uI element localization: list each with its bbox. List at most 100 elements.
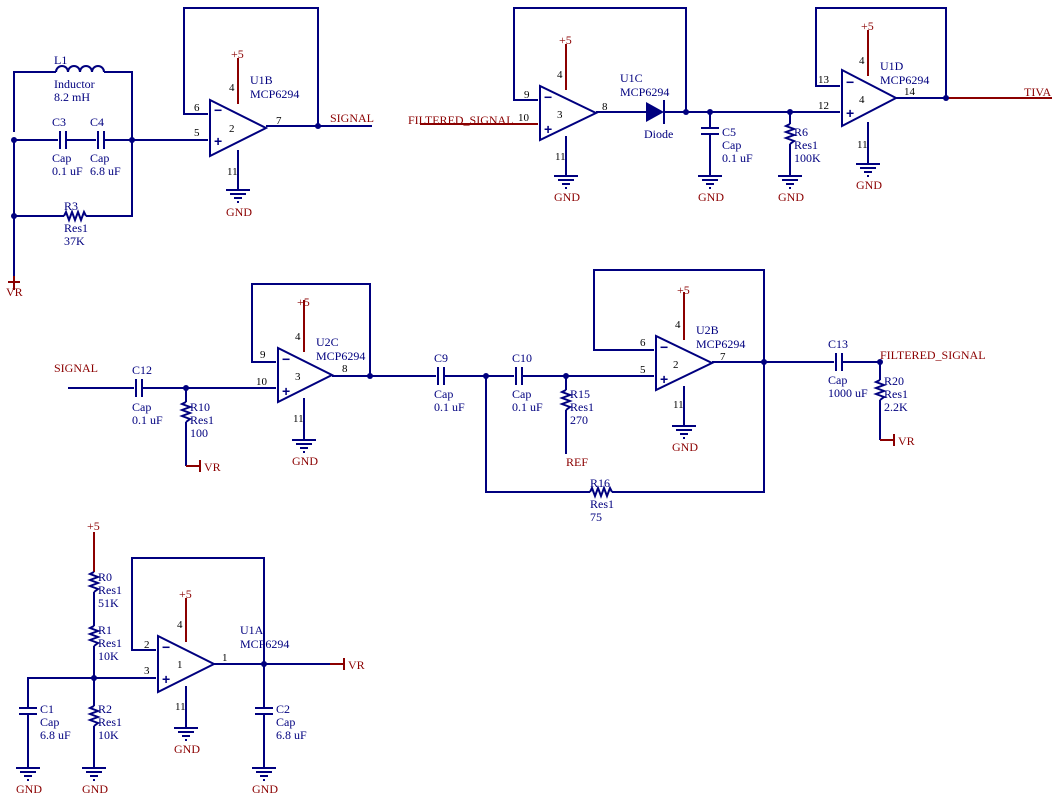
- c2-ref: C2: [276, 702, 290, 716]
- capacitor-c9[interactable]: C9 Cap 0.1 uF: [434, 351, 465, 414]
- capacitor-c2[interactable]: C2 Cap 6.8 uF: [255, 702, 307, 768]
- junction: [683, 109, 689, 115]
- resistor-r10[interactable]: R10 Res1 100: [179, 388, 214, 466]
- vcc-label: +5: [297, 295, 310, 309]
- unit-number: 3: [295, 371, 301, 383]
- r6-type: Res1: [794, 138, 818, 152]
- pin-number: 5: [194, 127, 200, 139]
- inv-symbol: −: [544, 89, 552, 105]
- c9-ref: C9: [434, 351, 448, 365]
- unit-number: 2: [229, 123, 235, 135]
- inductor-ref: L1: [54, 53, 67, 67]
- capacitor-c12[interactable]: C12 Cap 0.1 uF: [132, 363, 163, 427]
- capacitor-c13[interactable]: C13 Cap 1000 uF: [828, 337, 868, 400]
- inductor-type: Inductor: [54, 77, 95, 91]
- pin-number: 8: [342, 363, 348, 375]
- opamp-u1c[interactable]: − + 3 9 10 8 4 11 U1C MCP6294: [518, 69, 669, 163]
- opamp-ref: U2B: [696, 323, 719, 337]
- c10-type: Cap: [512, 387, 531, 401]
- capacitor-c10[interactable]: C10 Cap 0.1 uF: [512, 351, 543, 414]
- c9-value: 0.1 uF: [434, 400, 465, 414]
- pin-number: 2: [144, 639, 150, 651]
- gnd-label: GND: [16, 782, 42, 796]
- resistor-r1[interactable]: R1 Res1 10K: [87, 623, 122, 663]
- gnd-label: GND: [554, 190, 580, 204]
- inv-symbol: −: [282, 351, 290, 367]
- resistor-r16[interactable]: R16 Res1 75: [589, 476, 614, 524]
- gnd-label: GND: [778, 190, 804, 204]
- c12-ref: C12: [132, 363, 152, 377]
- c10-value: 0.1 uF: [512, 400, 543, 414]
- c12-value: 0.1 uF: [132, 413, 163, 427]
- unit-number: 2: [673, 359, 679, 371]
- vcc-label: +5: [87, 519, 100, 533]
- pin-number: 1: [222, 652, 228, 664]
- opamp-part: MCP6294: [620, 85, 669, 99]
- pin-number: 11: [857, 139, 868, 151]
- noninv-symbol: +: [544, 121, 552, 137]
- inv-symbol: −: [846, 74, 854, 90]
- u1c-u1d-stage: FILTERED_SIGNAL − + 3 9 10 8 4 11 U1C MC…: [408, 7, 1052, 204]
- capacitor-c3[interactable]: C3 Cap 0.1 uF: [14, 115, 83, 178]
- noninv-symbol: +: [846, 105, 854, 121]
- c4-ref: C4: [90, 115, 104, 129]
- resistor-r6[interactable]: R6 Res1 100K: [783, 112, 821, 176]
- vr-label: VR: [204, 460, 221, 474]
- filtered-signal-output-label: FILTERED_SIGNAL: [880, 348, 986, 362]
- opamp-u1a[interactable]: − + 1 2 3 1 4 11 U1A MCP6294: [144, 619, 289, 713]
- opamp-u1d[interactable]: − + 4 13 12 14 4 11 U1D MCP6294: [818, 55, 929, 151]
- opamp-part: MCP6294: [316, 349, 365, 363]
- r10-type: Res1: [190, 413, 214, 427]
- vr-output-label: VR: [348, 658, 365, 672]
- c3-value: 0.1 uF: [52, 164, 83, 178]
- c5-ref: C5: [722, 125, 736, 139]
- c3-ref: C3: [52, 115, 66, 129]
- opamp-u1b[interactable]: − + 2 6 5 7 4 11 U1B MCP6294: [194, 73, 299, 178]
- pin-number: 10: [256, 376, 268, 388]
- r6-value: 100K: [794, 151, 821, 165]
- r1-type: Res1: [98, 636, 122, 650]
- r3-value: 37K: [64, 234, 85, 248]
- pin-number: 11: [227, 166, 238, 178]
- pin-number: 11: [673, 399, 684, 411]
- unit-number: 1: [177, 659, 183, 671]
- r0-type: Res1: [98, 583, 122, 597]
- opamp-ref: U1C: [620, 71, 643, 85]
- c13-type: Cap: [828, 373, 847, 387]
- pin-number: 12: [818, 100, 829, 112]
- opamp-u2c[interactable]: − + 3 9 10 8 4 11 U2C MCP6294: [256, 331, 365, 425]
- noninv-symbol: +: [162, 671, 170, 687]
- pin-number: 6: [194, 102, 200, 114]
- r0-value: 51K: [98, 596, 119, 610]
- pin-number: 11: [175, 701, 186, 713]
- opamp-ref: U1A: [240, 623, 264, 637]
- c5-value: 0.1 uF: [722, 151, 753, 165]
- filtered-signal-input-label: FILTERED_SIGNAL: [408, 113, 514, 127]
- resistor-r3[interactable]: R3 Res1 37K: [13, 140, 133, 248]
- inductor-l1[interactable]: L1 Inductor 8.2 mH: [13, 53, 133, 140]
- c9-type: Cap: [434, 387, 453, 401]
- resistor-r15[interactable]: R15 Res1 270: [559, 376, 594, 454]
- diode-d1[interactable]: Diode: [644, 100, 673, 141]
- noninv-symbol: +: [214, 133, 222, 149]
- resistor-r2[interactable]: R2 Res1 10K: [87, 702, 122, 742]
- inv-symbol: −: [214, 102, 222, 118]
- capacitor-c1[interactable]: C1 Cap 6.8 uF: [19, 702, 71, 768]
- pin-number: 5: [640, 364, 646, 376]
- signal-input-label: SIGNAL: [54, 361, 98, 375]
- capacitor-c4[interactable]: C4 Cap 6.8 uF: [90, 115, 132, 178]
- resistor-r0[interactable]: R0 Res1 51K: [87, 570, 122, 610]
- c13-ref: C13: [828, 337, 848, 351]
- capacitor-c5[interactable]: C5 Cap 0.1 uF: [701, 112, 753, 176]
- opamp-u2b[interactable]: − + 2 6 5 7 4 11 U2B MCP6294: [640, 319, 745, 411]
- r16-ref: R16: [590, 476, 610, 490]
- vcc-label: +5: [677, 283, 690, 297]
- gnd-label: GND: [252, 782, 278, 796]
- resistor-r20[interactable]: R20 Res1 2.2K: [873, 362, 908, 440]
- r0-ref: R0: [98, 570, 112, 584]
- opamp-part: MCP6294: [250, 87, 299, 101]
- r15-value: 270: [570, 413, 588, 427]
- r10-ref: R10: [190, 400, 210, 414]
- r2-type: Res1: [98, 715, 122, 729]
